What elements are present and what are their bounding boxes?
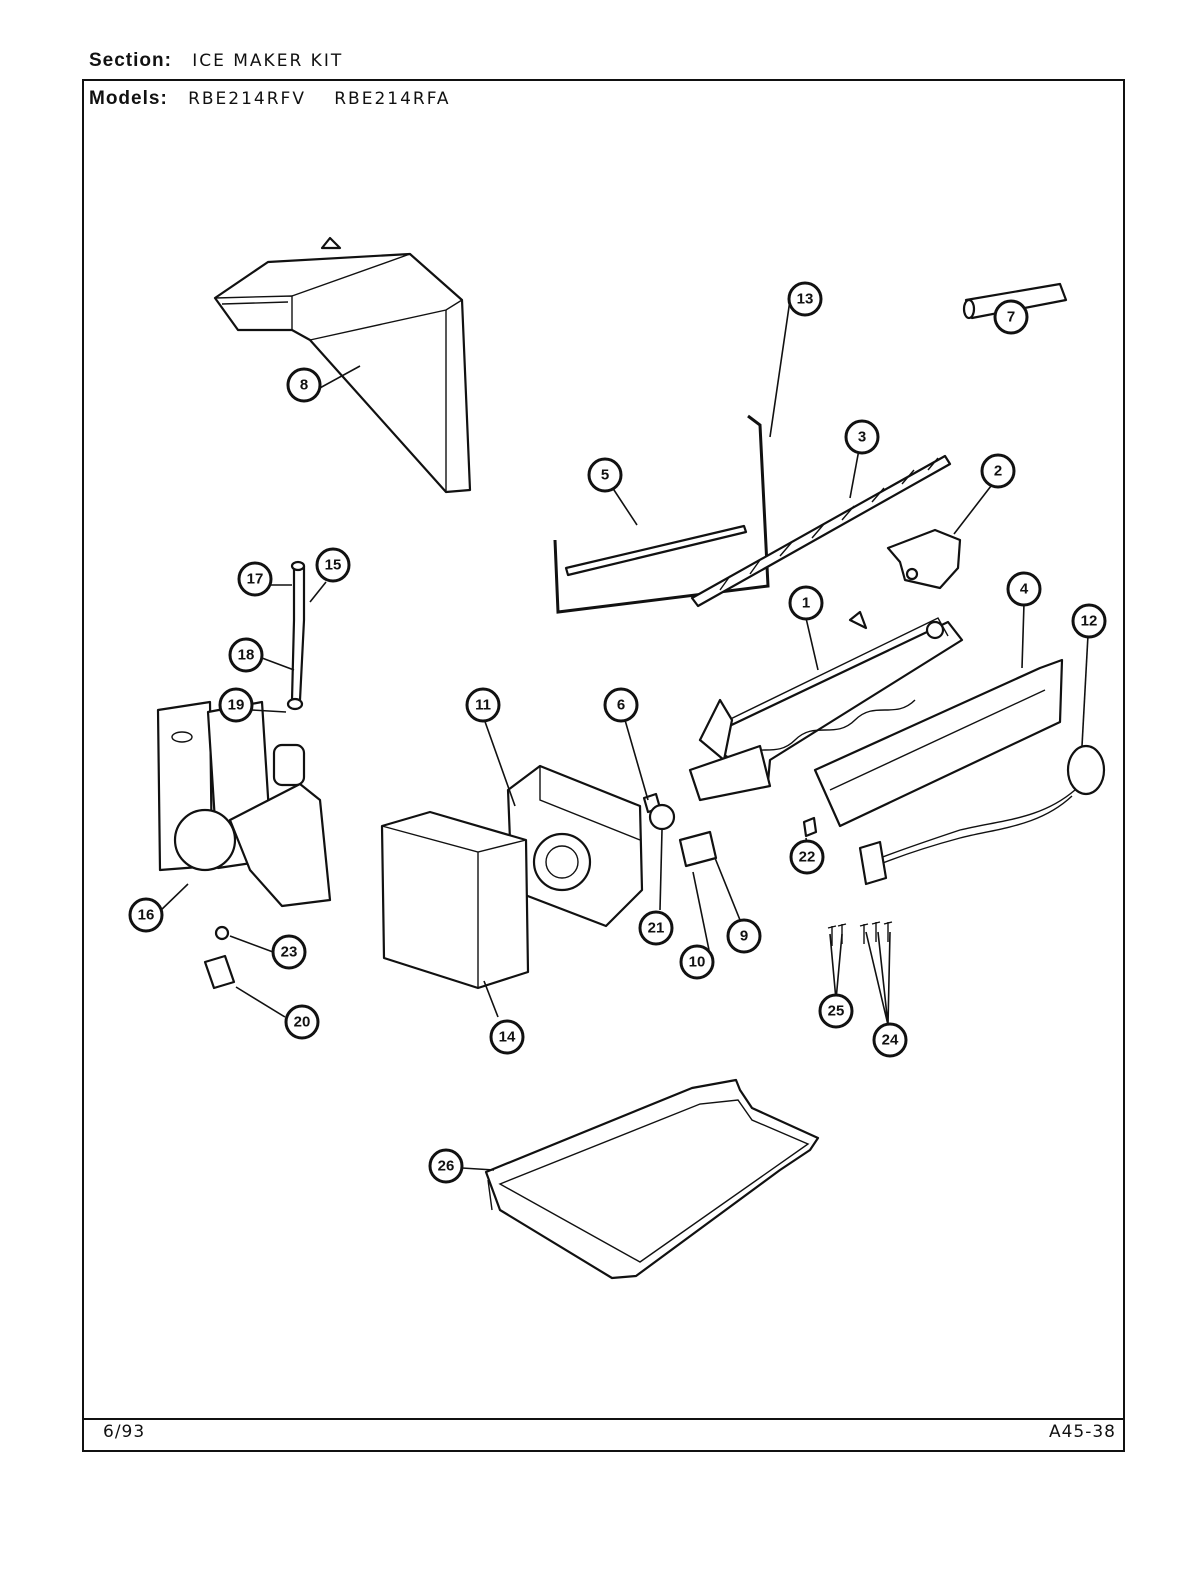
callout-11: 11 (465, 687, 501, 723)
svg-text:25: 25 (828, 1003, 845, 1020)
svg-text:11: 11 (475, 697, 491, 714)
diagram-frame (82, 79, 1125, 1452)
part-ice-chute-duct (213, 236, 472, 494)
part-ice-tray (484, 1078, 820, 1280)
footer-date: 6/93 (103, 1422, 146, 1442)
svg-text:3: 3 (858, 429, 866, 446)
part-fittings (203, 925, 236, 990)
svg-text:12: 12 (1081, 613, 1098, 630)
part-small-components (642, 792, 818, 868)
callout-23: 23 (271, 934, 307, 970)
callout-20: 20 (284, 1004, 320, 1040)
svg-text:7: 7 (1007, 309, 1015, 326)
part-bail-arm (553, 414, 770, 614)
svg-text:4: 4 (1020, 581, 1029, 598)
svg-text:9: 9 (740, 928, 748, 945)
svg-text:5: 5 (601, 467, 609, 484)
callout-21: 21 (638, 910, 674, 946)
part-housing (813, 658, 1064, 828)
part-water-valve (156, 560, 332, 908)
callout-15: 15 (315, 547, 351, 583)
callout-9: 9 (726, 918, 762, 954)
callout-12: 12 (1071, 603, 1107, 639)
svg-text:22: 22 (799, 849, 816, 866)
part-screws (827, 921, 893, 946)
callout-17: 17 (237, 561, 273, 597)
models-label: Models: (89, 88, 168, 109)
part-bracket (886, 528, 962, 590)
section-heading: Section: ICE MAKER KIT (89, 50, 343, 72)
svg-text:26: 26 (438, 1158, 455, 1175)
svg-text:17: 17 (247, 571, 264, 588)
part-control-housing (506, 764, 644, 928)
svg-text:8: 8 (300, 377, 308, 394)
callout-22: 22 (789, 839, 825, 875)
section-value: ICE MAKER KIT (192, 51, 344, 71)
footer-page-code: A45-38 (1048, 1422, 1116, 1442)
svg-text:10: 10 (689, 954, 706, 971)
callout-7: 7 (993, 299, 1029, 335)
svg-text:1: 1 (802, 595, 810, 612)
leader-lines (157, 299, 1089, 1171)
callout-24: 24 (872, 1022, 908, 1058)
callout-4: 4 (1006, 571, 1042, 607)
callout-8: 8 (286, 367, 322, 403)
svg-text:24: 24 (882, 1032, 899, 1049)
callout-25: 25 (818, 993, 854, 1029)
svg-text:2: 2 (994, 463, 1002, 480)
callout-13: 13 (787, 281, 823, 317)
model-number: RBE214RFA (334, 89, 451, 109)
svg-text:15: 15 (325, 557, 342, 574)
section-label: Section: (89, 50, 172, 71)
callout-6: 6 (603, 687, 639, 723)
part-mold (688, 610, 964, 802)
callout-1: 1 (788, 585, 824, 621)
callout-26: 26 (428, 1148, 464, 1184)
model-number: RBE214RFV (188, 89, 306, 109)
footer-divider (82, 1418, 1125, 1420)
part-rod (564, 524, 748, 577)
svg-text:13: 13 (797, 291, 814, 308)
callout-19: 19 (218, 687, 254, 723)
callout-14: 14 (489, 1019, 525, 1055)
svg-text:23: 23 (281, 944, 298, 961)
svg-text:6: 6 (617, 697, 625, 714)
svg-text:21: 21 (648, 920, 665, 937)
part-ejector (690, 454, 952, 608)
part-cover (380, 810, 530, 990)
callout-18: 18 (228, 637, 264, 673)
svg-text:16: 16 (138, 907, 155, 924)
svg-text:20: 20 (294, 1014, 311, 1031)
models-heading: Models: RBE214RFV RBE214RFA (89, 88, 473, 110)
callout-16: 16 (128, 897, 164, 933)
callout-2: 2 (980, 453, 1016, 489)
svg-text:19: 19 (228, 697, 245, 714)
callout-10: 10 (679, 944, 715, 980)
svg-text:14: 14 (499, 1029, 516, 1046)
part-wiring-harness (858, 744, 1106, 886)
callout-3: 3 (844, 419, 880, 455)
svg-text:18: 18 (238, 647, 255, 664)
callout-5: 5 (587, 457, 623, 493)
